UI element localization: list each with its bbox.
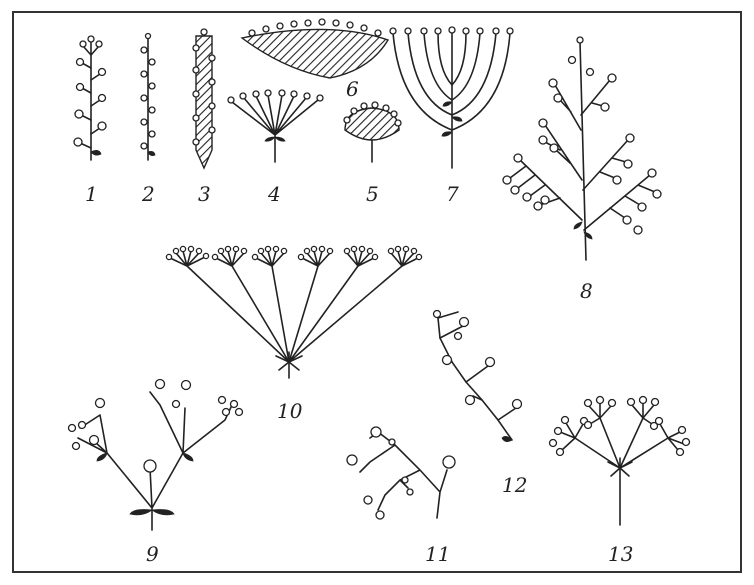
label-2: 2	[141, 182, 155, 206]
label-10: 10	[277, 399, 303, 423]
label-5: 5	[366, 182, 379, 206]
inflorescence-4-umbel	[228, 90, 323, 162]
label-1: 1	[85, 182, 98, 206]
inflorescence-13-cyme	[550, 397, 690, 526]
label-4: 4	[267, 182, 281, 206]
inflorescence-2-spike	[141, 34, 155, 161]
label-6: 6	[346, 77, 359, 101]
inflorescence-1-raceme	[74, 36, 106, 160]
inflorescence-10-compound-umbel	[166, 246, 421, 378]
label-11: 11	[425, 542, 450, 566]
inflorescence-8-panicle	[503, 37, 661, 260]
inflorescence-11-cincinnus	[347, 427, 455, 519]
label-12: 12	[502, 473, 527, 497]
inflorescence-12-monochasium	[434, 311, 522, 442]
inflorescence-7-corymb	[390, 27, 513, 168]
label-8: 8	[580, 279, 593, 303]
inflorescence-6-flat-head	[242, 19, 388, 78]
label-7: 7	[446, 182, 459, 206]
inflorescence-9-dichasium	[69, 380, 243, 531]
label-9: 9	[146, 542, 159, 566]
inflorescence-3-spadix	[193, 29, 215, 168]
label-13: 13	[608, 542, 633, 566]
inflorescence-5-capitulum	[344, 102, 401, 162]
label-3: 3	[198, 182, 211, 206]
figure-frame	[13, 12, 741, 572]
